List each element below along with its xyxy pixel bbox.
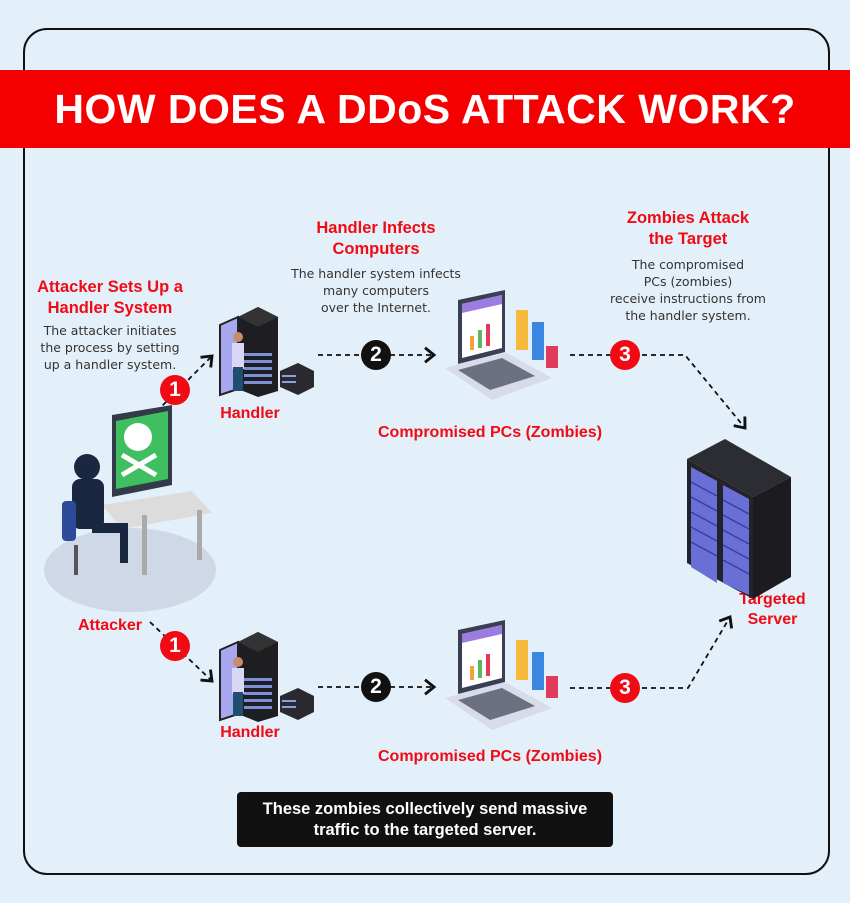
- step-attacker-description: The attacker initiates the process by se…: [40, 323, 180, 372]
- step-badge-3: 3: [610, 673, 640, 703]
- step-badge-1: 1: [160, 375, 190, 405]
- step-badge-2: 2: [361, 340, 391, 370]
- arrow-attacker-to-handler-top: [149, 354, 214, 419]
- footer-note: These zombies collectively send massive …: [237, 792, 613, 847]
- compromised-pcs-label: Compromised PCs (Zombies): [377, 424, 603, 441]
- step-attacker-heading: Attacker Sets Up a Handler System: [37, 278, 183, 317]
- handler-label: Handler: [220, 405, 280, 422]
- step-badge-2: 2: [361, 672, 391, 702]
- compromised-pcs-label: Compromised PCs (Zombies): [377, 748, 603, 765]
- step-zombies-heading: Zombies Attack the Target: [626, 209, 750, 248]
- step-handler-description: The handler system infects many computer…: [291, 266, 461, 315]
- handler-server-icon: [219, 307, 314, 397]
- target-server-icon: [687, 439, 791, 599]
- step-handler-heading: Handler Infects Computers: [316, 219, 436, 258]
- attacker-label: Attacker: [77, 617, 143, 634]
- arrow-zombies-to-target-top: [570, 354, 747, 430]
- step-badge-1: 1: [160, 631, 190, 661]
- step-zombies-description: The compromised PCs (zombies) receive in…: [610, 257, 766, 323]
- step-badge-3: 3: [610, 340, 640, 370]
- attacker-illustration: [44, 405, 216, 612]
- page-title: HOW DOES A DDoS ATTACK WORK?: [54, 85, 796, 132]
- arrow-zombies-to-target-bottom: [570, 615, 734, 689]
- compromised-laptop-icon: [445, 290, 558, 400]
- title-banner: HOW DOES A DDoS ATTACK WORK?: [0, 70, 850, 148]
- targeted-server-label: Targeted Server: [739, 591, 806, 628]
- handler-server-icon: [219, 632, 314, 722]
- compromised-laptop-icon: [445, 620, 558, 730]
- handler-label: Handler: [220, 724, 280, 741]
